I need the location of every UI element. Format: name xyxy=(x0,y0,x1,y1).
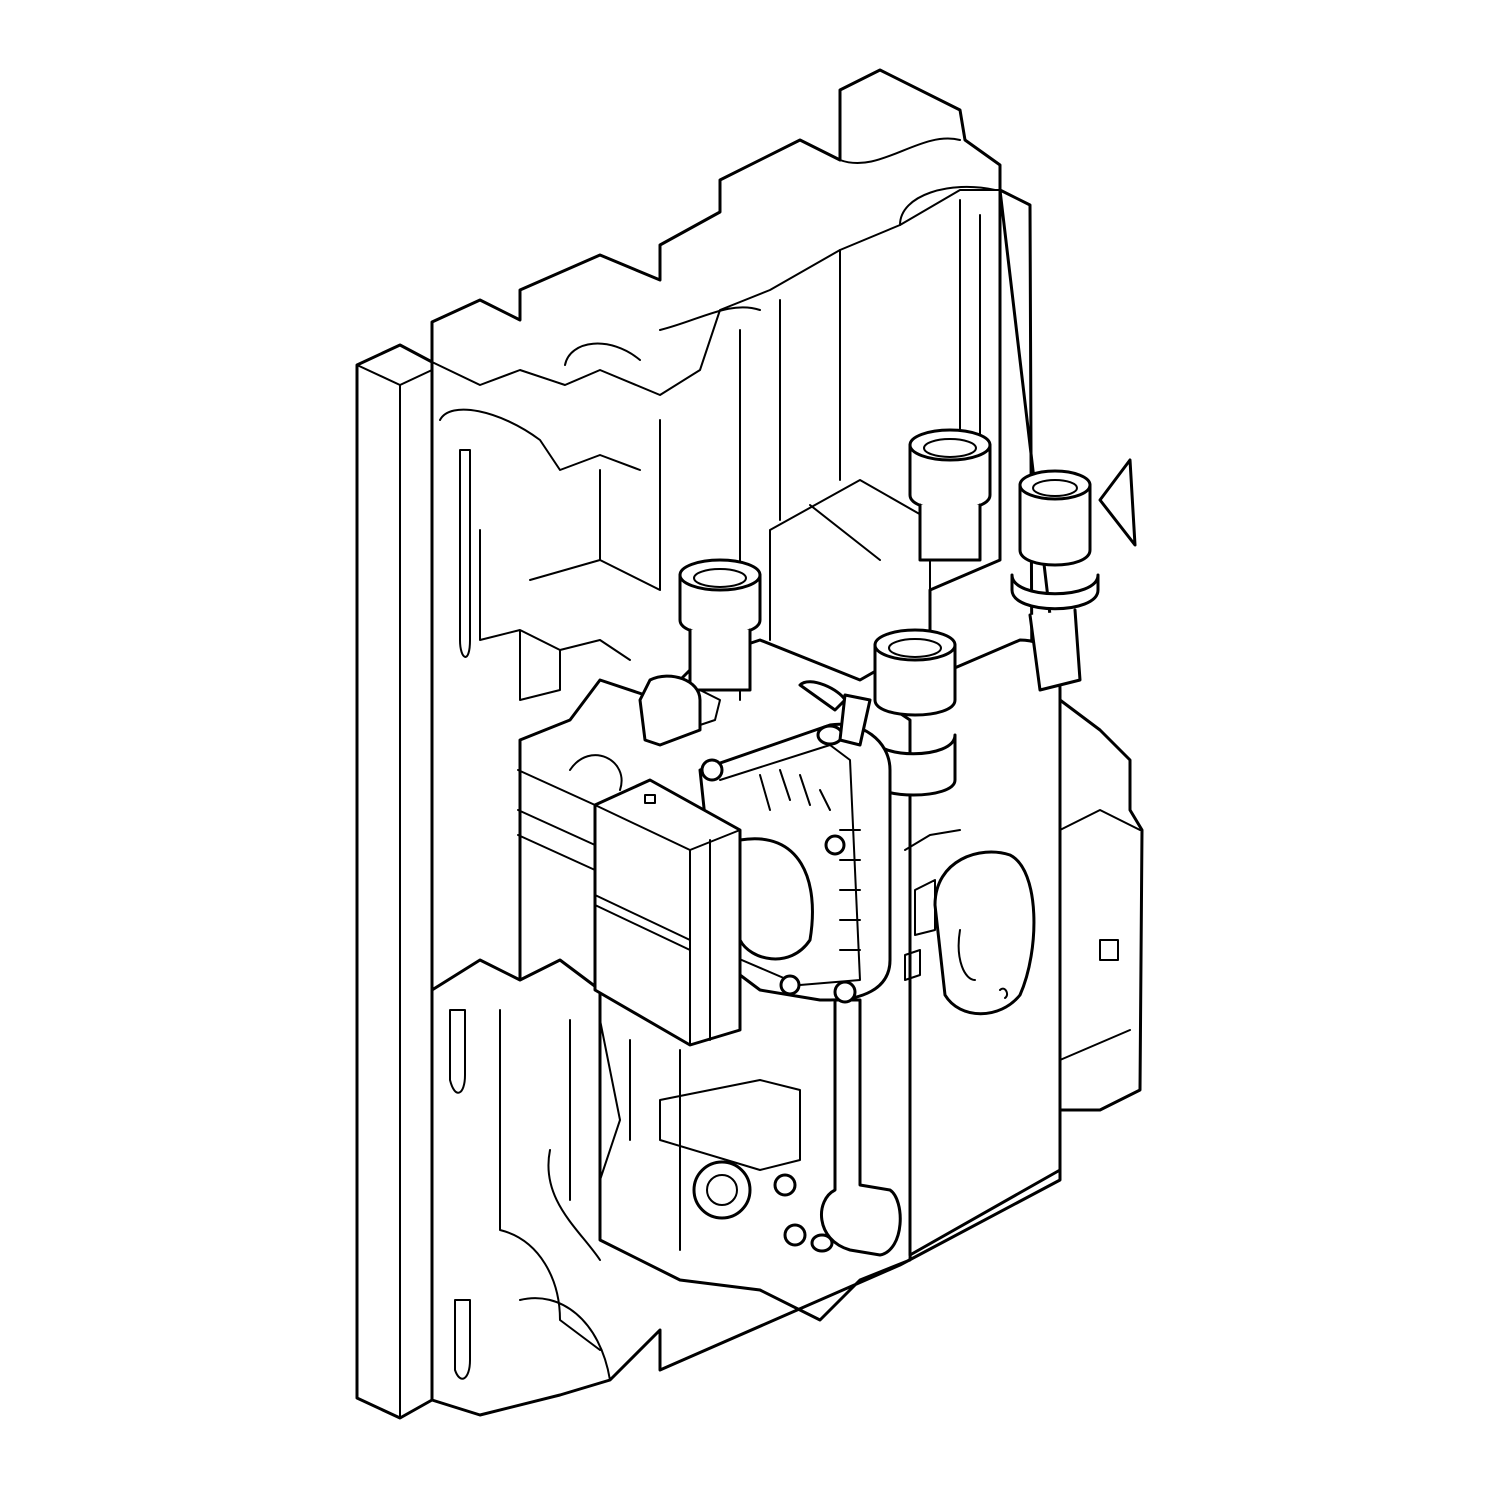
pipe-connection-2 xyxy=(908,428,992,562)
left-pipe-run xyxy=(517,769,596,871)
thermometer-valve xyxy=(638,674,721,747)
insulation-shell-top xyxy=(430,68,1002,992)
air-vent xyxy=(798,680,872,747)
pipe-connection-1 xyxy=(678,558,762,692)
pump-control-box xyxy=(593,778,742,1047)
insulation-shell-left xyxy=(355,343,434,1420)
pipe-connection-3 xyxy=(870,628,957,797)
ball-valve xyxy=(1010,458,1137,692)
return-pipe xyxy=(810,998,902,1257)
flow-meter xyxy=(692,1160,807,1247)
expansion-vessel xyxy=(904,829,1036,1016)
circulation-pump xyxy=(698,722,892,1004)
